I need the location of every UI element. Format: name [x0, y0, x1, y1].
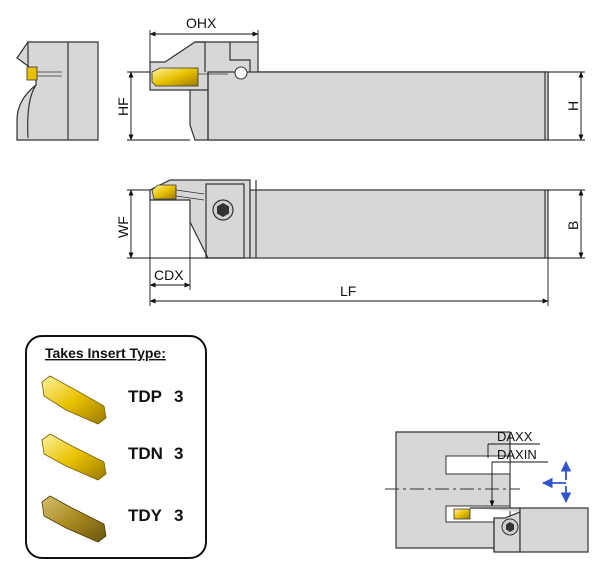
dim-b-label: B — [565, 221, 581, 230]
insert-tdy-icon — [41, 495, 107, 543]
side-view-insert — [151, 67, 199, 87]
dim-h-label: H — [565, 101, 581, 111]
insert-item-tdy: TDY 3 — [41, 495, 183, 543]
insert-tdn-icon — [41, 433, 107, 481]
dim-cdx-label: CDX — [154, 267, 184, 283]
face-groove-detail: DAXX DAXIN — [385, 429, 589, 553]
insert-tdp-size: 3 — [174, 387, 183, 406]
insert-tdp-code: TDP — [128, 387, 162, 406]
detail-insert — [453, 508, 471, 520]
dim-lf-label: LF — [340, 283, 356, 299]
insert-tdy-code: TDY — [128, 506, 163, 525]
side-view: OHX HF H — [115, 15, 585, 141]
insert-item-tdn: TDN 3 — [41, 433, 183, 481]
end-view-insert — [26, 66, 38, 81]
dim-ohx-label: OHX — [186, 15, 217, 31]
insert-tdy-size: 3 — [174, 506, 183, 525]
insert-tdn-code: TDN — [128, 444, 163, 463]
insert-tdn-size: 3 — [174, 444, 183, 463]
dim-hf-label: HF — [115, 97, 131, 116]
feed-direction-arrows-icon — [541, 460, 572, 504]
dim-wf-label: WF — [115, 216, 131, 238]
plan-view-insert — [151, 184, 177, 200]
coolant-port-icon — [234, 66, 248, 80]
plan-view: WF B CDX LF — [115, 179, 585, 306]
insert-box-title: Takes Insert Type: — [45, 345, 166, 361]
end-view — [16, 41, 99, 141]
insert-tdp-icon — [41, 375, 107, 425]
insert-item-tdp: TDP 3 — [41, 375, 183, 425]
dim-daxx-label: DAXX — [497, 429, 533, 444]
insert-type-box: Takes Insert Type: TDP 3 TDN 3 TDY 3 — [25, 335, 207, 559]
dim-daxin-label: DAXIN — [497, 447, 537, 462]
